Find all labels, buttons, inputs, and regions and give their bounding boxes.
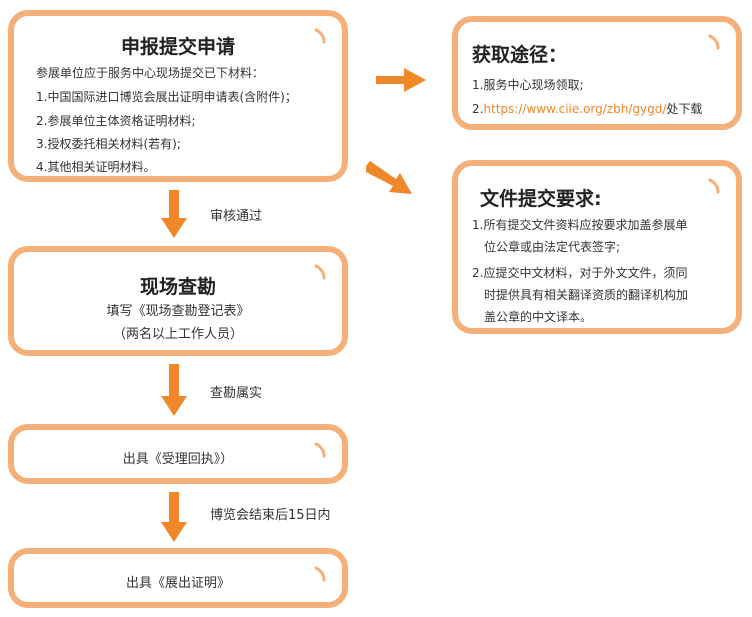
requirements-box: 文件提交要求: 1.所有提交文件资料应按要求加盖参展单 位公章或由法定代表签字;… xyxy=(452,160,742,334)
requirement-line: 位公章或由法定代表签字; xyxy=(484,240,621,254)
apply-step-title: 申报提交申请 xyxy=(120,36,235,58)
curl-decoration-icon xyxy=(708,178,720,194)
after-expo-deadline-label: 博览会结束后15日内 xyxy=(210,508,331,523)
ciie-download-link[interactable]: https://www.ciie.org/zbh/gygd/ xyxy=(483,102,667,116)
apply-step-item: 2.参展单位主体资格证明材料; xyxy=(36,114,196,128)
receipt-step-text: 出具《受理回执》） xyxy=(122,452,234,467)
inspection-step-box: 现场查勘 填写《现场查勘登记表》 （两名以上工作人员） xyxy=(8,246,348,356)
curl-decoration-icon xyxy=(314,442,326,458)
obtain-item-onsite: 1.服务中心现场领取; xyxy=(472,78,584,92)
curl-decoration-icon xyxy=(314,264,326,280)
requirement-line: 2.应提交中文材料，对于外文文件，须同 xyxy=(472,266,688,280)
arrow-down-icon xyxy=(161,492,187,542)
apply-step-item: 1.中国国际进口博览会展出证明申请表(含附件)； xyxy=(36,90,297,104)
curl-decoration-icon xyxy=(314,28,326,44)
apply-step-intro: 参展单位应于服务中心现场提交已下材料： xyxy=(36,66,265,80)
apply-step-box: 申报提交申请 参展单位应于服务中心现场提交已下材料： 1.中国国际进口博览会展出… xyxy=(8,10,348,182)
obtain-box: 获取途径： 1.服务中心现场领取; 2.https://www.ciie.org… xyxy=(452,16,742,130)
review-passed-label: 审核通过 xyxy=(210,209,263,224)
arrow-down-icon xyxy=(161,364,187,416)
apply-step-item: 4.其他相关证明材料。 xyxy=(36,160,156,174)
arrow-down-icon xyxy=(161,190,187,238)
curl-decoration-icon xyxy=(708,34,720,50)
arrow-right-icon xyxy=(376,68,426,92)
curl-decoration-icon xyxy=(314,566,326,582)
requirement-line: 时提供具有相关翻译资质的翻译机构加 xyxy=(484,288,689,302)
certificate-step-text: 出具《展出证明》 xyxy=(125,576,230,591)
arrow-diagonal-icon xyxy=(366,161,412,194)
requirements-title: 文件提交要求: xyxy=(480,188,602,210)
obtain-item-suffix: 处下载 xyxy=(666,102,703,116)
obtain-item-prefix: 2. xyxy=(472,102,484,116)
inspection-step-form: 填写《现场查勘登记表》 xyxy=(106,304,250,319)
receipt-step-box: 出具《受理回执》） xyxy=(8,424,348,484)
apply-step-item: 3.授权委托相关材料(若有); xyxy=(36,137,181,151)
obtain-item-download: 2.https://www.ciie.org/zbh/gygd/处下载 xyxy=(472,100,702,117)
obtain-title: 获取途径： xyxy=(472,44,568,66)
inspection-verified-label: 查勘属实 xyxy=(210,386,263,401)
requirement-line: 1.所有提交文件资料应按要求加盖参展单 xyxy=(472,218,688,232)
inspection-step-staff: （两名以上工作人员） xyxy=(112,327,243,342)
requirement-line: 盖公章的中文译本。 xyxy=(484,310,593,324)
certificate-step-box: 出具《展出证明》 xyxy=(8,548,348,608)
inspection-step-title: 现场查勘 xyxy=(139,276,216,298)
